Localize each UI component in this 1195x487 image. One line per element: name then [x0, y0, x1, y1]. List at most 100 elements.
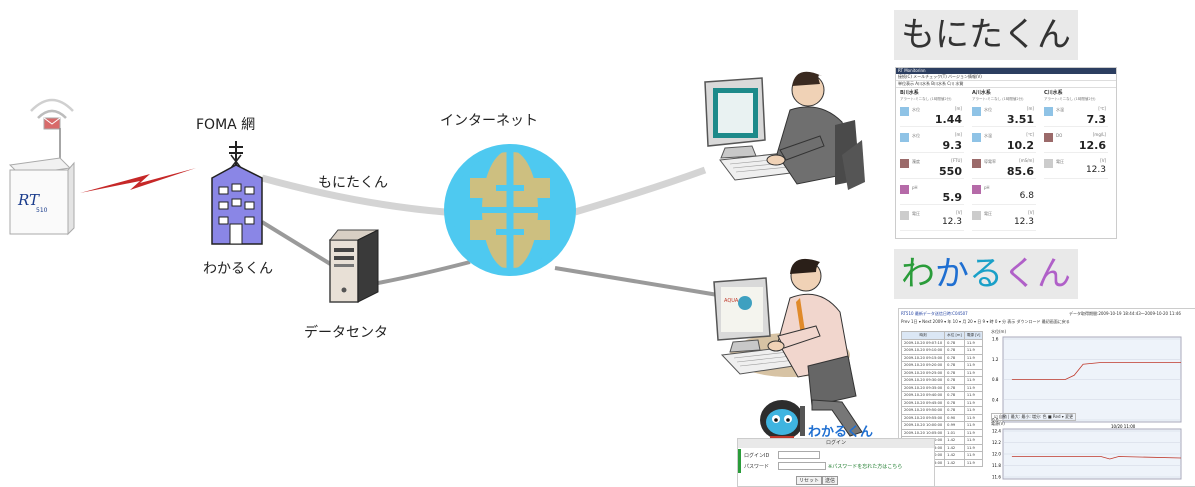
sensor-value: 12.3	[941, 217, 962, 227]
wakaru-title-char: ん	[1037, 254, 1071, 294]
sensor-color-swatch	[972, 133, 981, 142]
svg-text:AQUA: AQUA	[724, 298, 739, 304]
chart-scale-bar[interactable]: ☑ 自動 | 最大: 最小: 増分: 色 ■ Red ▾ 変更	[991, 413, 1077, 421]
chart-tick-label: 0.4	[992, 397, 999, 402]
sensor-color-swatch	[972, 185, 981, 194]
sensor-color-swatch	[900, 185, 909, 194]
table-cell: 2009-10-20 09:25:00	[900, 368, 946, 377]
login-password-label: パスワード	[744, 464, 770, 470]
voltage-chart-label: 電源(V)	[991, 421, 1005, 426]
sensor-unit: [m]	[954, 132, 962, 137]
monitaku-link-label: もにたくん	[318, 175, 388, 191]
reset-button[interactable]: リセット	[796, 476, 823, 485]
sensor-color-swatch	[1044, 133, 1053, 142]
sensor-value: 12.6	[1078, 139, 1106, 152]
monitaku-tab-bar[interactable]: 単位表示 A川水系 B川水系 C川 水質	[896, 81, 1116, 88]
datacenter-label: データセンタ	[304, 325, 388, 341]
table-column-header: 水位 [m]	[944, 331, 965, 340]
sensor-name: 水位	[912, 107, 920, 112]
forgot-password-link[interactable]: ※パスワードを忘れた方はこちら	[828, 464, 903, 470]
sensor-unit: [V]	[1100, 158, 1106, 163]
sensor-value: 6.8	[1019, 191, 1034, 201]
sensor-tile: 水位[m]1.44	[900, 105, 964, 127]
sensor-value: 85.6	[1006, 165, 1034, 178]
server-icon	[328, 229, 379, 303]
internet-globe-icon	[444, 144, 576, 276]
rt510-device-icon: RT 510	[8, 98, 75, 236]
table-cell: 11.9	[963, 346, 984, 355]
sensor-tile: 電圧[V]12.3	[900, 209, 964, 231]
sensor-name: pH	[984, 185, 990, 190]
wakaru-title: わかるくん	[894, 249, 1078, 299]
table-cell: 11.9	[963, 428, 984, 437]
column-sub-b: アラート:ミニなし (1時間値2分)	[900, 97, 952, 101]
table-cell: 0.78	[944, 338, 965, 347]
table-cell: 11.9	[963, 338, 984, 347]
table-cell: 0.78	[944, 368, 965, 377]
svg-text:510: 510	[36, 207, 48, 214]
monitaku-user-pc-icon	[704, 71, 865, 190]
wakaru-header: RT510 最新データ送信日時:C04507	[901, 311, 968, 316]
sensor-tile: 濁度[FTU]550	[900, 157, 964, 179]
sensor-color-swatch	[972, 159, 981, 168]
login-password-input[interactable]	[778, 462, 826, 470]
wakaru-logo: わかるくん	[808, 425, 874, 440]
foma-building-icon	[211, 141, 263, 245]
sensor-name: 水温	[984, 133, 992, 138]
wakaru-user-pc-icon: AQUA	[713, 258, 863, 437]
chart-tick-label: 0.8	[992, 377, 999, 382]
sensor-unit: [m]	[1026, 106, 1034, 111]
sensor-tile: pH 6.8	[972, 183, 1036, 205]
sensor-name: 電圧	[984, 211, 992, 216]
table-cell: 0.78	[944, 353, 965, 362]
table-cell: 11.9	[963, 451, 984, 460]
table-cell: 2009-10-20 09:50:00	[900, 406, 946, 415]
sensor-tile: DO[mg/L]12.6	[1044, 131, 1108, 153]
wakaru-title-char: か	[935, 254, 969, 294]
sensor-name: 水位	[984, 107, 992, 112]
sensor-name: 濁度	[912, 159, 920, 164]
chart-x-label: 10/20 11:00	[1111, 424, 1136, 429]
wakaru-toolbar[interactable]: Prev 1日 ▾ Next 2009 ▾ 年 10 ▾ 月 20 ▾ 日 9 …	[901, 319, 1070, 324]
sensor-unit: [FTU]	[951, 158, 962, 163]
table-cell: 11.9	[963, 383, 984, 392]
sensor-value: 7.3	[1086, 113, 1107, 126]
foma-network-label: FOMA 網	[196, 117, 256, 133]
monitaku-menu-bar[interactable]: 接続(C) メールチェック(T) バージョン情報(V)	[896, 74, 1116, 81]
sensor-name: DO	[1056, 133, 1063, 138]
sensor-unit: [mS/m]	[1019, 158, 1034, 163]
table-cell: 2009-10-20 10:00:00	[900, 421, 946, 430]
water-level-chart-svg: 1.61.20.80.40.010/20 11:00	[992, 336, 1182, 429]
submit-button[interactable]: 送信	[822, 476, 839, 485]
wakaru-title-box: わかるくん	[894, 249, 1078, 299]
sensor-color-swatch	[900, 159, 909, 168]
table-cell: 11.9	[963, 376, 984, 385]
monitaku-screen: RT Monitorinn 接続(C) メールチェック(T) バージョン情報(V…	[895, 67, 1117, 239]
chart-tick-label: 1.2	[992, 357, 999, 362]
chart-series-line	[1011, 362, 1181, 380]
wakaru-screen: RT510 最新データ送信日時:C04507 データ取得期間:2009-10-1…	[898, 308, 1195, 487]
table-cell: 2009-10-20 09:30:00	[900, 376, 946, 385]
sensor-unit: [℃]	[1026, 132, 1034, 137]
sensor-name: 電圧	[912, 211, 920, 216]
sensor-tile: 水温[℃]7.3	[1044, 105, 1108, 127]
table-cell: 0.90	[944, 413, 965, 422]
chart-tick-label: 11.6	[992, 475, 1001, 480]
table-cell: 0.78	[944, 406, 965, 415]
table-cell: 0.99	[944, 421, 965, 430]
wakaru-title-char: わ	[901, 254, 935, 294]
login-id-input[interactable]	[778, 451, 820, 459]
sensor-tile: 電圧 [V] 12.3	[972, 209, 1036, 231]
sensor-unit: [V]	[1028, 210, 1034, 215]
table-cell: 2009-10-20 09:45:00	[900, 398, 946, 407]
table-cell: 11.9	[963, 458, 984, 467]
sensor-value: 12.3	[1013, 217, 1034, 227]
table-cell: 2009-10-20 09:10:00	[900, 346, 946, 355]
table-cell: 11.9	[963, 353, 984, 362]
